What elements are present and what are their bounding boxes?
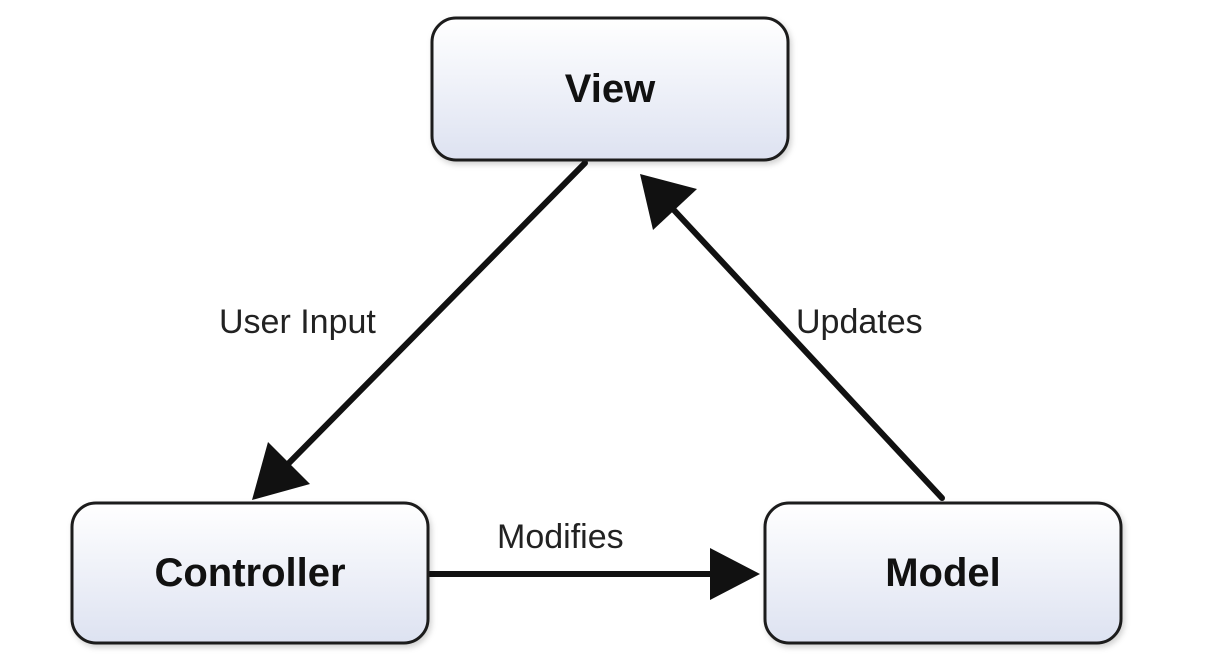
node-box — [763, 501, 1123, 645]
arrowhead — [710, 548, 760, 600]
edge-label-user-input: User Input — [219, 303, 376, 341]
edge-label-updates: Updates — [796, 303, 923, 341]
arrowhead — [640, 174, 697, 230]
edge-view-to-controller — [252, 160, 588, 500]
node-label-controller: Controller — [154, 551, 345, 595]
arrow-line — [283, 160, 588, 469]
edge-model-to-view — [640, 174, 945, 501]
node-controller: Controller — [70, 501, 430, 645]
arrow-line — [669, 205, 945, 501]
node-box — [430, 16, 790, 162]
node-label-model: Model — [885, 551, 1001, 595]
node-label-view: View — [565, 67, 656, 111]
edge-controller-to-model — [427, 548, 760, 600]
node-model: Model — [763, 501, 1123, 645]
edge-label-modifies: Modifies — [497, 518, 624, 556]
node-view: View — [430, 16, 790, 162]
node-box — [70, 501, 430, 645]
arrowhead — [252, 442, 310, 500]
